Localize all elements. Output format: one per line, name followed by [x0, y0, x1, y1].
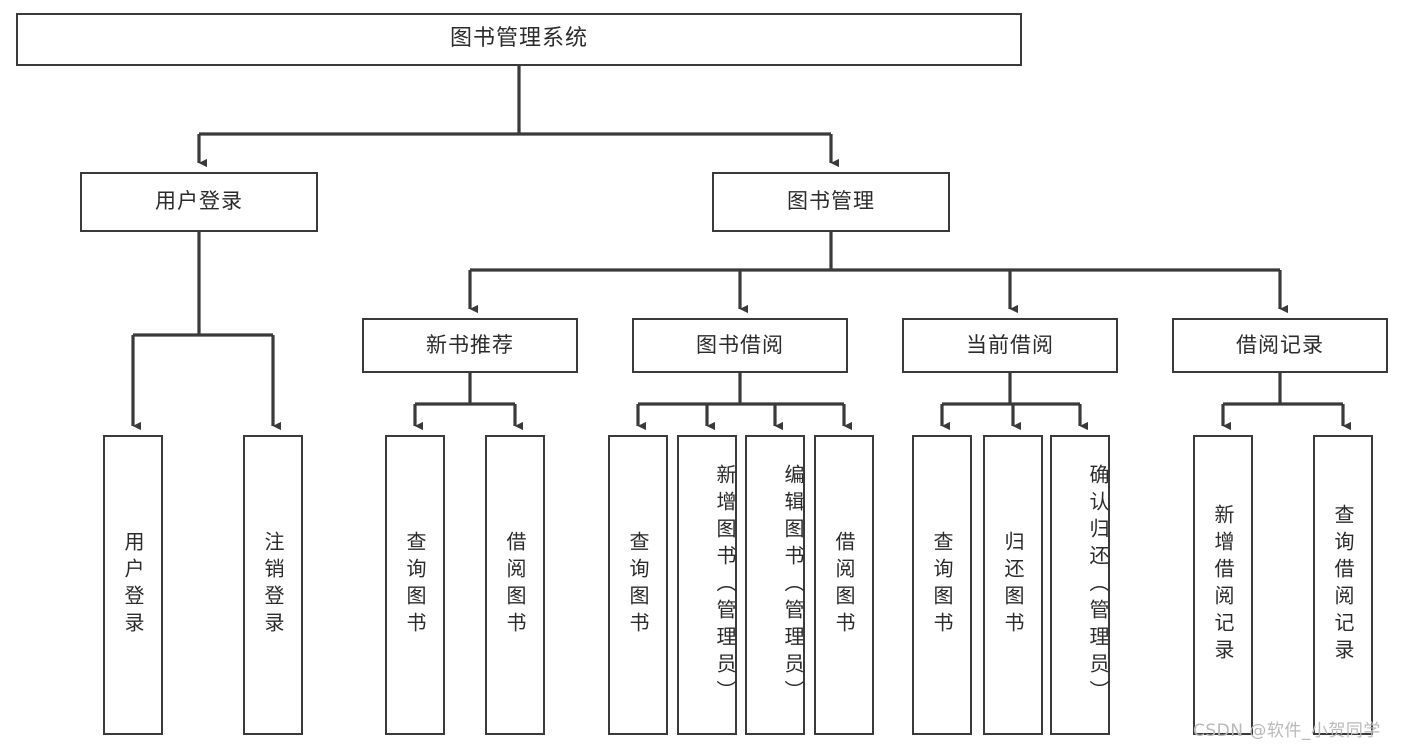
leaf-logout[interactable]: 注销登录	[243, 435, 303, 735]
leaf-user-login[interactable]: 用户登录	[103, 435, 163, 735]
leaf-add-borrow-record[interactable]: 新增借阅记录	[1193, 435, 1253, 735]
leaf-edit-book-admin[interactable]: 编辑图书（管理员）	[745, 435, 805, 735]
node-root-system[interactable]: 图书管理系统	[16, 13, 1022, 66]
leaf-confirm-return-admin[interactable]: 确认归还（管理员）	[1050, 435, 1110, 735]
node-new-book-recommend[interactable]: 新书推荐	[362, 318, 578, 373]
leaf-borrow-book[interactable]: 借阅图书	[814, 435, 874, 735]
node-current-borrow[interactable]: 当前借阅	[902, 318, 1118, 373]
leaf-query-borrow-record[interactable]: 查询借阅记录	[1313, 435, 1373, 735]
node-book-management[interactable]: 图书管理	[712, 172, 950, 232]
node-book-borrow[interactable]: 图书借阅	[632, 318, 848, 373]
node-borrow-record[interactable]: 借阅记录	[1172, 318, 1388, 373]
csdn-watermark: CSDN @软件_小贺同学	[1193, 721, 1381, 741]
node-user-login[interactable]: 用户登录	[80, 172, 318, 232]
leaf-add-book-admin[interactable]: 新增图书（管理员）	[677, 435, 737, 735]
leaf-return-book[interactable]: 归还图书	[983, 435, 1043, 735]
leaf-borrow-book-newbook[interactable]: 借阅图书	[485, 435, 545, 735]
leaf-query-book-borrow[interactable]: 查询图书	[608, 435, 668, 735]
leaf-query-book-newbook[interactable]: 查询图书	[385, 435, 445, 735]
leaf-query-book-current[interactable]: 查询图书	[912, 435, 972, 735]
